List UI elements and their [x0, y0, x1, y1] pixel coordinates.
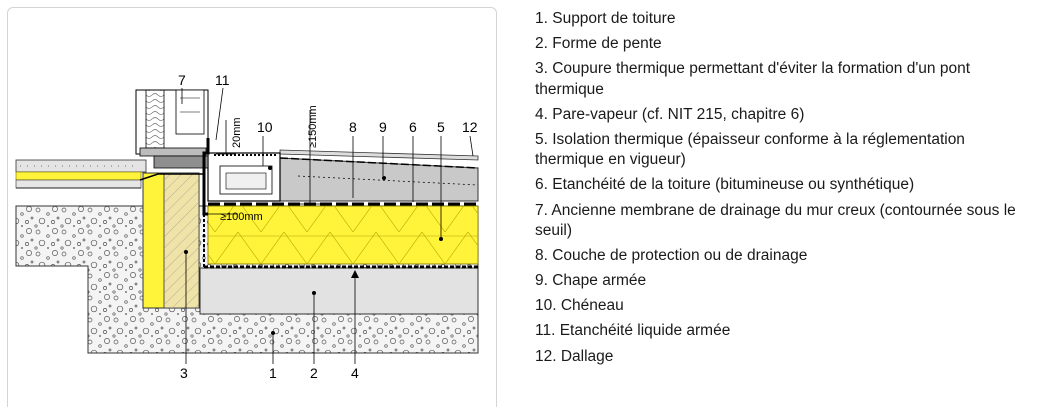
callout-7: 7 [178, 72, 186, 88]
legend-list: 1. Support de toiture 2. Forme de pente … [535, 9, 1035, 372]
legend-item-3: 3. Coupure thermique permettant d'éviter… [535, 60, 970, 98]
callout-8: 8 [349, 119, 357, 135]
dimension-100mm: ≥100mm [220, 211, 263, 223]
legend-item-6: 6. Etanchéité de la toiture (bitumineuse… [535, 176, 915, 194]
legend-item-2: 2. Forme de pente [535, 35, 662, 53]
callout-2: 2 [310, 365, 318, 381]
callout-6: 6 [409, 119, 417, 135]
legend-item-8: 8. Couche de protection ou de drainage [535, 247, 808, 265]
legend-item-4: 4. Pare-vapeur (cf. NIT 215, chapitre 6) [535, 105, 805, 123]
legend-item-1: 1. Support de toiture [535, 10, 676, 27]
liquid-waterproofing [202, 138, 210, 216]
callout-1: 1 [269, 365, 277, 381]
callout-4: 4 [351, 365, 359, 381]
legend-item-9: 9. Chape armée [535, 272, 647, 290]
slope-screed [199, 267, 479, 315]
dimension-150mm: ≥150mm [307, 105, 319, 148]
callout-12: 12 [462, 119, 478, 135]
legend-item-5: 5. Isolation thermique (épaisseur confor… [535, 130, 965, 169]
callout-9: 9 [379, 119, 387, 135]
callout-11: 11 [215, 72, 230, 88]
callout-3: 3 [180, 365, 188, 381]
callout-5: 5 [437, 119, 445, 135]
callout-10: 10 [257, 119, 273, 135]
section-diagram: 7 11 10 8 9 6 5 12 3 1 2 4 20mm ≥150mm ≥… [15, 72, 479, 381]
legend-item-7: 7. Ancienne membrane de drainage du mur … [535, 201, 1016, 240]
legend-item-12: 12. Dallage [535, 347, 614, 365]
figure-frame: 7 11 10 8 9 6 5 12 3 1 2 4 20mm ≥150mm ≥… [7, 7, 497, 407]
interior-floor [15, 159, 147, 173]
dimension-20mm: 20mm [231, 117, 243, 148]
legend-item-10: 10. Chéneau [535, 297, 624, 315]
legend-item-11: 11. Etanchéité liquide armée [535, 322, 731, 340]
